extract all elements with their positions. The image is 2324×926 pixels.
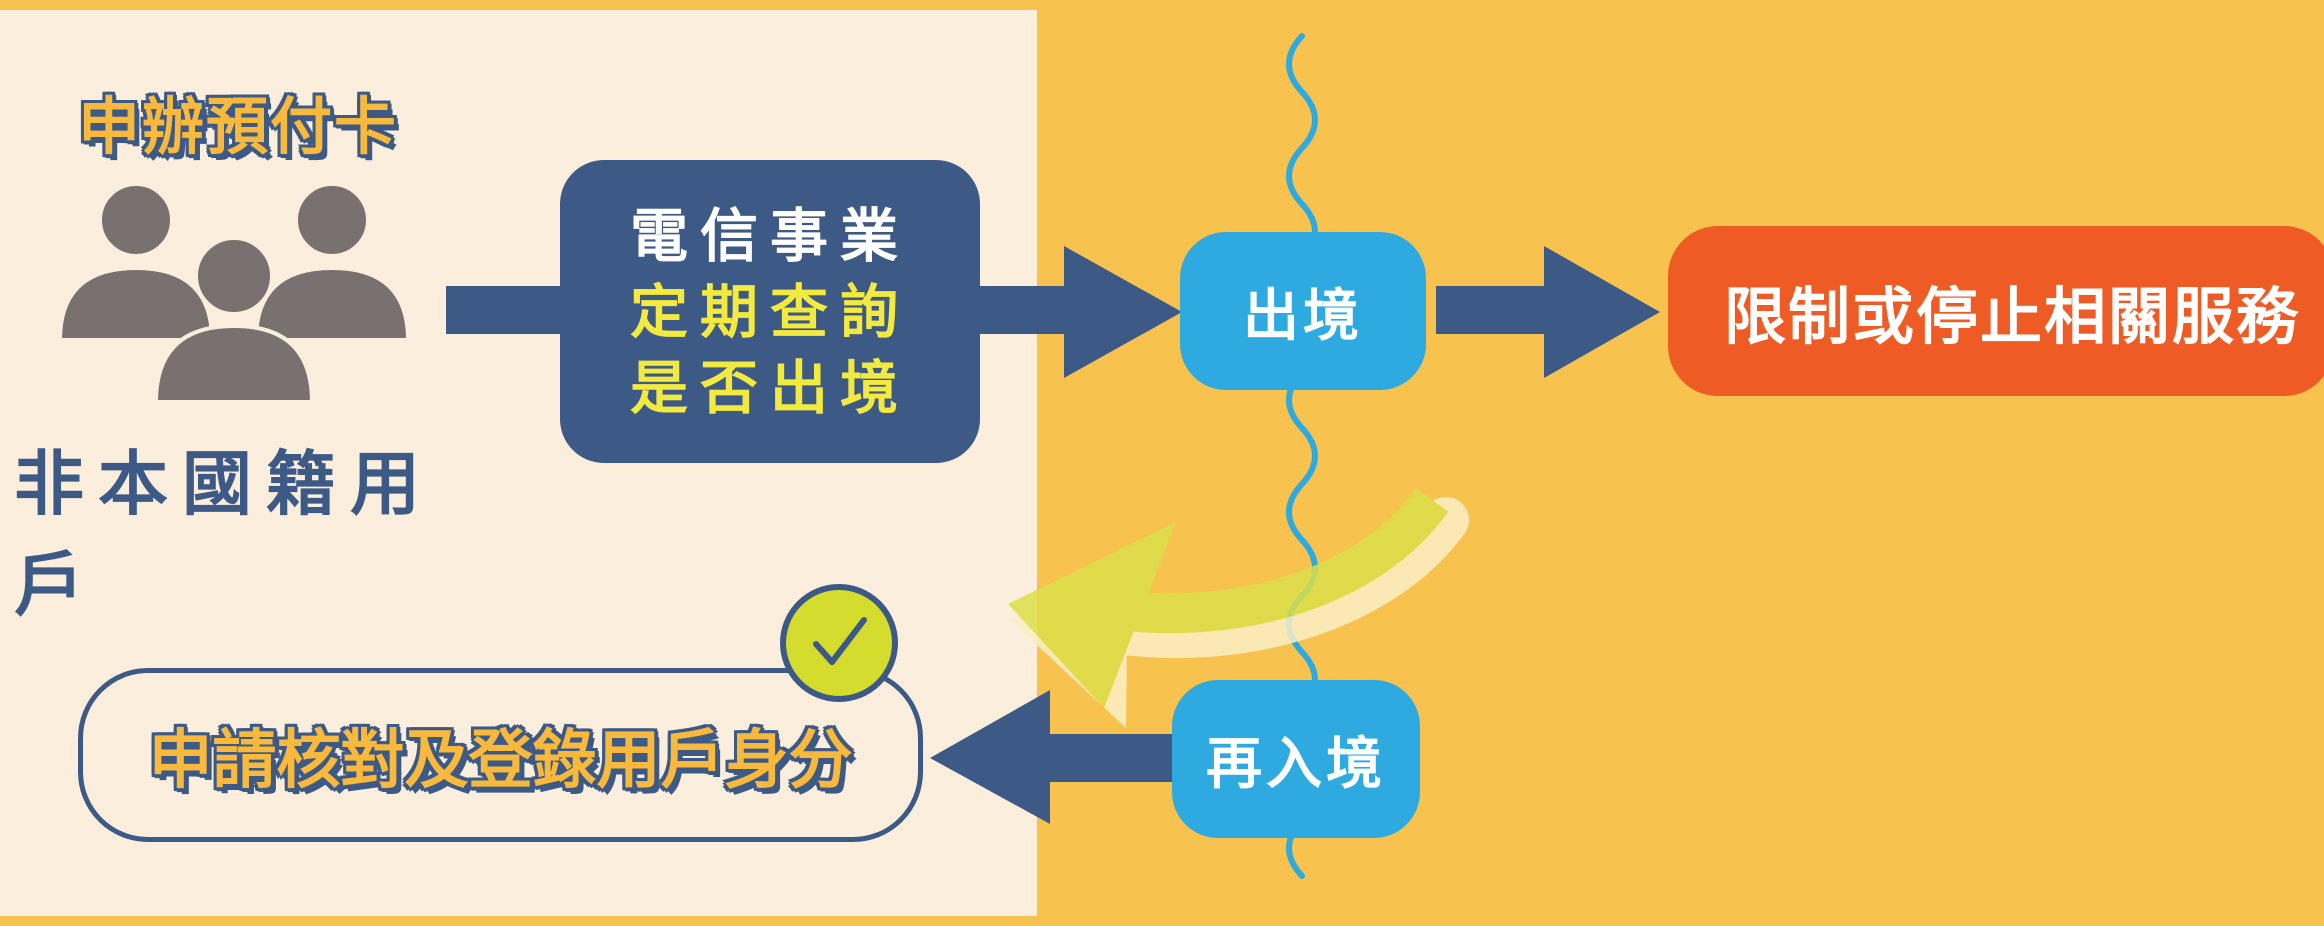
arrow-telecom-to-exit bbox=[978, 246, 1182, 378]
apply-prepaid-card-title: 申辦預付卡 bbox=[77, 90, 398, 163]
reentry-node: 再入境 bbox=[1172, 680, 1420, 838]
arrow-users-to-telecom bbox=[446, 286, 564, 334]
exit-node: 出境 bbox=[1180, 232, 1426, 390]
restrict-service-label: 限制或停止相關服務 bbox=[1724, 280, 2301, 353]
telecom-line-2: 定期查詢 bbox=[629, 277, 910, 346]
curved-return-arrow bbox=[1008, 488, 1469, 728]
arrow-reentry-to-verify bbox=[930, 690, 1176, 824]
telecom-query-box: 電信事業 定期查詢 是否出境 bbox=[560, 160, 980, 463]
restrict-service-box: 限制或停止相關服務 bbox=[1668, 226, 2324, 396]
check-icon bbox=[780, 584, 898, 702]
users-icon bbox=[57, 182, 411, 404]
arrow-exit-to-restrict bbox=[1436, 246, 1660, 378]
verify-identity-label: 申請核對及登錄用戶身分 bbox=[148, 724, 853, 798]
verify-identity-box: 申請核對及登錄用戶身分 bbox=[78, 668, 923, 842]
non-citizen-user-label: 非本國籍用戶 bbox=[14, 443, 434, 626]
checkmark-glyph bbox=[813, 617, 867, 665]
telecom-line-1: 電信事業 bbox=[629, 201, 910, 270]
telecom-line-3: 是否出境 bbox=[629, 353, 910, 422]
